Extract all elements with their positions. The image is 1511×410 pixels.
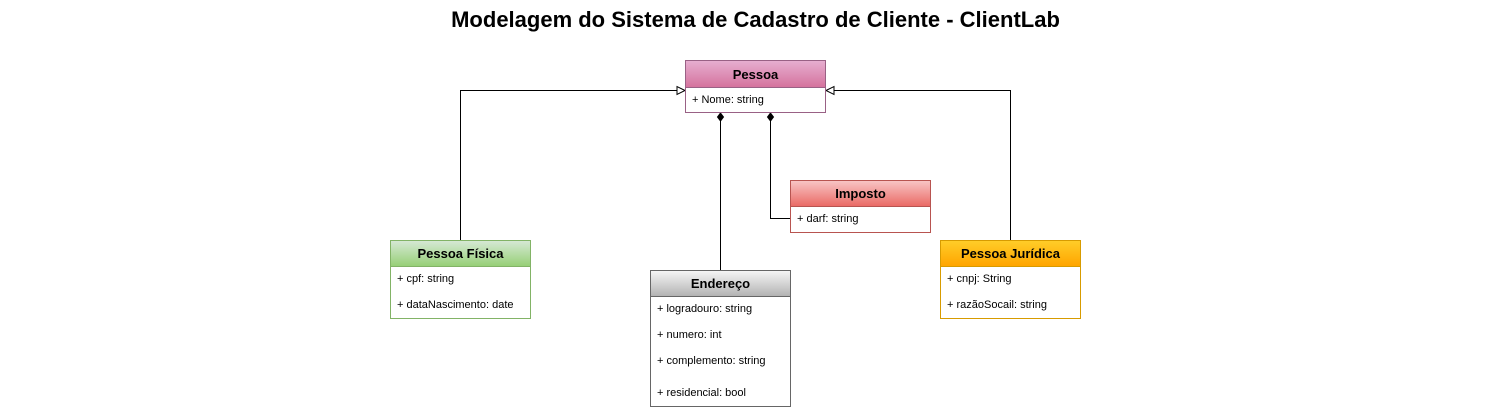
attribute-numero: + numero: int (657, 329, 722, 341)
diagram-title: Modelagem do Sistema de Cadastro de Clie… (451, 7, 1060, 32)
imposto-composition-diamond (766, 112, 775, 122)
juridica-generalization-arrowhead (824, 85, 835, 96)
attribute-razao-social: + razãoSocail: string (947, 299, 1047, 311)
attribute-darf: + darf: string (797, 213, 859, 225)
class-endereco[interactable]: Endereço + logradouro: string + numero: … (650, 270, 791, 407)
class-pessoa-fisica[interactable]: Pessoa Física + cpf: string + dataNascim… (390, 240, 531, 319)
imposto-composition-line (770, 121, 790, 219)
fisica-generalization-line (460, 90, 677, 240)
juridica-generalization-line (834, 90, 1011, 240)
class-imposto[interactable]: Imposto + darf: string (790, 180, 931, 233)
class-pessoa-fisica-name: Pessoa Física (391, 241, 530, 267)
attribute-logradouro: + logradouro: string (657, 303, 753, 315)
attribute-complemento: + complemento: string (657, 355, 766, 367)
class-pessoa-juridica[interactable]: Pessoa Jurídica + cnpj: String + razãoSo… (940, 240, 1081, 319)
attribute-nome: + Nome: string (692, 94, 764, 106)
attribute-data-nascimento: + dataNascimento: date (397, 299, 514, 311)
class-pessoa[interactable]: Pessoa + Nome: string (685, 60, 826, 113)
attribute-cnpj: + cnpj: String (947, 273, 1012, 285)
class-endereco-name: Endereço (651, 271, 790, 297)
fisica-generalization-arrowhead (676, 85, 687, 96)
class-pessoa-name: Pessoa (686, 61, 825, 88)
class-pessoa-juridica-name: Pessoa Jurídica (941, 241, 1080, 267)
attribute-cpf: + cpf: string (397, 273, 455, 285)
endereco-composition-diamond (716, 112, 725, 122)
class-imposto-name: Imposto (791, 181, 930, 207)
attribute-residencial: + residencial: bool (657, 387, 746, 399)
